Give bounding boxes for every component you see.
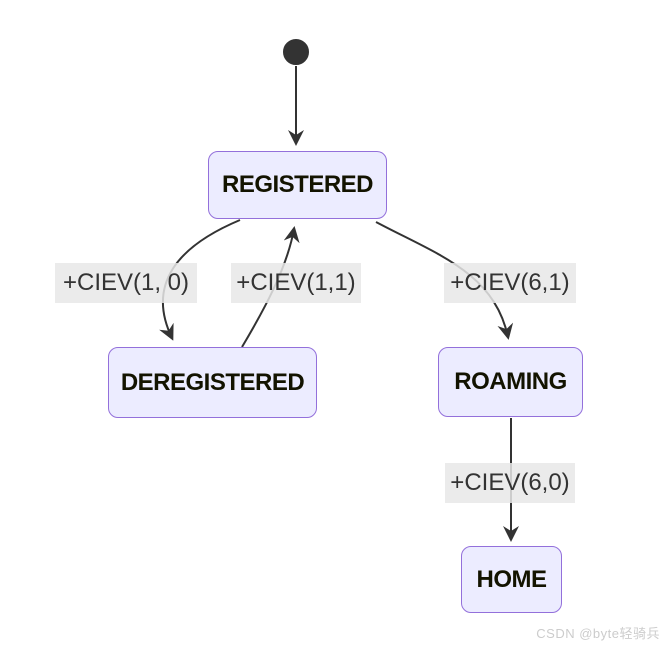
edge-label-ciev-6-1: +CIEV(6,1) [444,263,576,303]
state-roaming: ROAMING [438,347,583,417]
edge-label-ciev-6-0: +CIEV(6,0) [445,463,575,503]
edge-label-ciev-1-1: +CIEV(1,1) [231,263,361,303]
initial-state-dot [283,39,309,65]
edge-label-ciev-1-0: +CIEV(1, 0) [55,263,197,303]
state-home: HOME [461,546,562,613]
state-deregistered: DEREGISTERED [108,347,317,418]
state-registered: REGISTERED [208,151,387,219]
watermark: CSDN @byte轻骑兵 [536,626,660,641]
